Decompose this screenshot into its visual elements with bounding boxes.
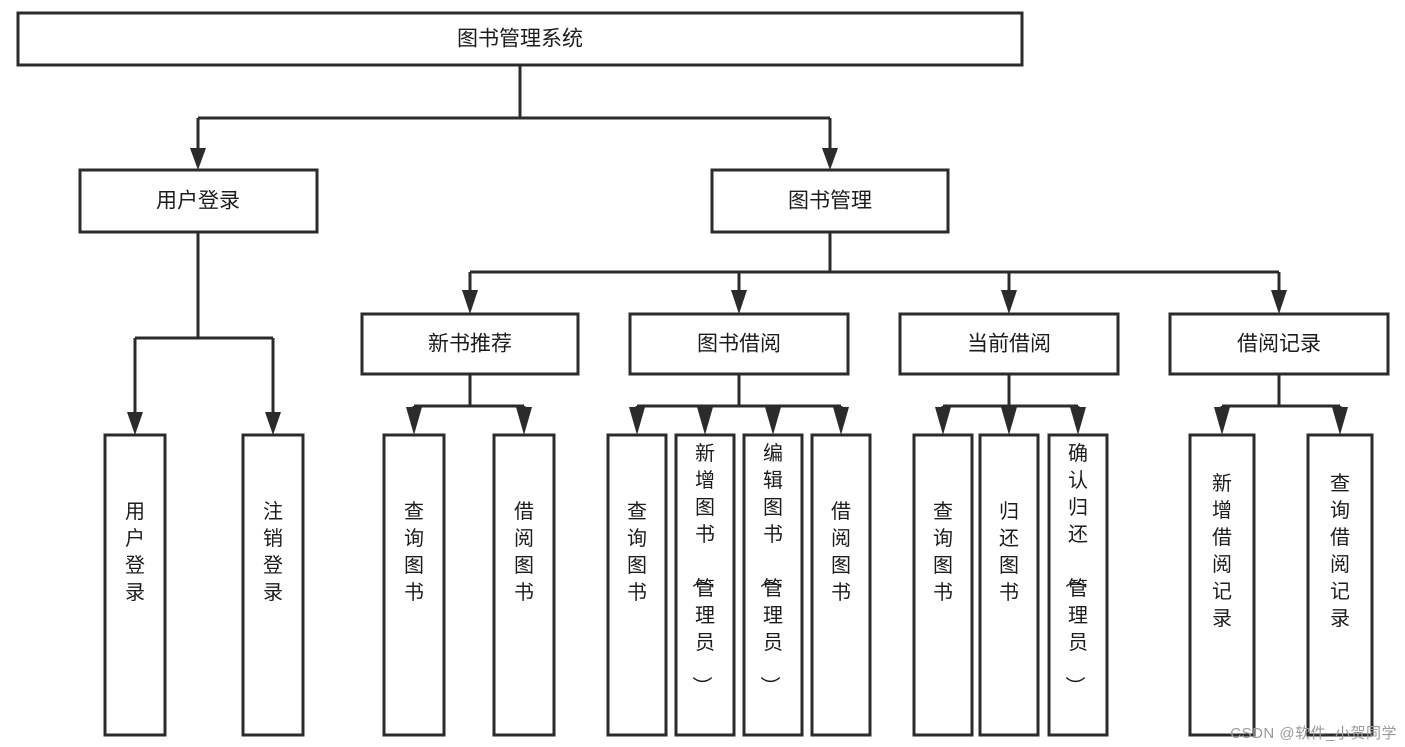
- node-leaf-add-book-label: 新增图书（管理员）: [690, 442, 715, 696]
- node-leaf-query-book-3[interactable]: 查询图书: [912, 433, 974, 737]
- node-current-borrow-box[interactable]: [898, 312, 1120, 376]
- node-book-manage-box[interactable]: [710, 168, 950, 234]
- node-leaf-user-login-label: 用户登录: [125, 501, 145, 604]
- node-leaf-add-record-box[interactable]: [1188, 433, 1256, 737]
- node-leaf-query-book-1-label: 查询图书: [404, 500, 424, 604]
- node-leaf-add-record[interactable]: 新增借阅记录: [1188, 433, 1256, 737]
- node-leaf-query-record[interactable]: 查询借阅记录: [1306, 433, 1374, 737]
- arrow-to-borrow-record: [1271, 290, 1287, 314]
- node-book-manage[interactable]: 图书管理: [710, 168, 950, 234]
- arrow-to-leaf-user-login: [127, 412, 143, 435]
- arrow-to-leaf-query-book-3: [935, 407, 951, 435]
- node-leaf-user-logout[interactable]: 注销登录: [241, 433, 305, 737]
- arrow-to-leaf-borrow-book-1: [516, 407, 532, 435]
- node-leaf-borrow-book-1-label: 借阅图书: [514, 500, 534, 604]
- node-leaf-edit-book-label: 编辑图书（管理员）: [758, 442, 783, 696]
- node-leaf-query-book-2-label: 查询图书: [627, 500, 647, 604]
- connector-group-current-borrow: [935, 374, 1086, 435]
- connector-group-user-login: [127, 232, 281, 435]
- arrow-to-leaf-query-record: [1332, 407, 1348, 435]
- arrow-to-leaf-query-book-1: [406, 407, 422, 435]
- node-leaf-return-book[interactable]: 归还图书: [978, 433, 1040, 737]
- connector-group-borrow-record: [1214, 374, 1348, 435]
- node-leaf-confirm-return-box[interactable]: [1047, 433, 1109, 737]
- node-book-borrow[interactable]: 图书借阅: [628, 312, 850, 376]
- node-borrow-record-box[interactable]: [1168, 312, 1390, 376]
- node-leaf-query-record-box[interactable]: [1306, 433, 1374, 737]
- node-leaf-borrow-book-2-box[interactable]: [810, 433, 872, 737]
- node-leaf-borrow-book-2[interactable]: 借阅图书: [810, 433, 872, 737]
- node-book-borrow-box[interactable]: [628, 312, 850, 376]
- arrow-to-leaf-query-book-2: [629, 407, 645, 435]
- node-user-login[interactable]: 用户登录: [78, 168, 319, 234]
- arrow-to-current-borrow: [1001, 290, 1017, 314]
- arrow-to-leaf-confirm-return: [1070, 407, 1086, 435]
- node-leaf-return-book-label: 归还图书: [999, 500, 1019, 604]
- node-leaf-return-book-box[interactable]: [978, 433, 1040, 737]
- node-leaf-query-book-1[interactable]: 查询图书: [382, 433, 446, 737]
- arrow-to-user-login: [190, 148, 206, 170]
- node-leaf-query-book-2-box[interactable]: [606, 433, 668, 737]
- node-current-borrow[interactable]: 当前借阅: [898, 312, 1120, 376]
- node-current-borrow-label: 当前借阅: [967, 333, 1051, 356]
- node-user-login-box[interactable]: [78, 168, 319, 234]
- node-leaf-query-record-label: 查询借阅记录: [1330, 472, 1350, 630]
- node-leaf-query-book-2[interactable]: 查询图书: [606, 433, 668, 737]
- connector-group-new-book-recommend: [406, 374, 532, 435]
- arrow-to-new-book-recommend: [462, 290, 478, 314]
- node-new-book-recommend[interactable]: 新书推荐: [360, 312, 580, 376]
- node-leaf-confirm-return[interactable]: 确认归还（管理员）: [1047, 433, 1109, 737]
- node-leaf-user-login-box[interactable]: [103, 433, 167, 737]
- node-user-login-label: 用户登录: [156, 190, 240, 213]
- node-leaf-query-book-3-box[interactable]: [912, 433, 974, 737]
- connector-group-book-manage: [462, 232, 1287, 314]
- arrow-to-leaf-add-book: [697, 407, 713, 435]
- node-leaf-confirm-return-label: 确认归还（管理员）: [1063, 442, 1088, 696]
- node-leaf-borrow-book-2-label: 借阅图书: [831, 500, 851, 604]
- node-leaf-borrow-book-1-box[interactable]: [492, 433, 556, 737]
- node-root-box[interactable]: [16, 11, 1024, 67]
- node-leaf-add-record-label: 新增借阅记录: [1212, 472, 1232, 630]
- node-leaf-user-login[interactable]: 用户登录: [103, 433, 167, 737]
- node-leaf-edit-book[interactable]: 编辑图书（管理员）: [742, 433, 804, 737]
- node-new-book-recommend-box[interactable]: [360, 312, 580, 376]
- node-root-label: 图书管理系统: [457, 28, 583, 51]
- connector-group-book-borrow: [629, 374, 849, 435]
- node-borrow-record-label: 借阅记录: [1237, 333, 1321, 356]
- node-leaf-user-logout-box[interactable]: [241, 433, 305, 737]
- node-new-book-recommend-label: 新书推荐: [428, 333, 512, 356]
- node-leaf-query-book-1-box[interactable]: [382, 433, 446, 737]
- node-leaf-borrow-book-1[interactable]: 借阅图书: [492, 433, 556, 737]
- arrow-to-leaf-user-logout: [265, 412, 281, 435]
- node-book-manage-label: 图书管理: [788, 190, 872, 213]
- arrow-to-leaf-add-record: [1214, 407, 1230, 435]
- arrow-to-leaf-return-book: [1001, 407, 1017, 435]
- node-book-borrow-label: 图书借阅: [697, 333, 781, 356]
- node-leaf-add-book-box[interactable]: [674, 433, 736, 737]
- node-leaf-edit-book-box[interactable]: [742, 433, 804, 737]
- arrow-to-leaf-borrow-book-2: [833, 407, 849, 435]
- connector-group-root: [190, 65, 838, 170]
- arrow-to-leaf-edit-book: [765, 407, 781, 435]
- node-root[interactable]: 图书管理系统: [16, 11, 1024, 67]
- node-leaf-add-book[interactable]: 新增图书（管理员）: [674, 433, 736, 737]
- arrow-to-book-borrow: [731, 290, 747, 314]
- csdn-watermark: CSDN @软件_小贺同学: [1230, 725, 1397, 742]
- node-borrow-record[interactable]: 借阅记录: [1168, 312, 1390, 376]
- node-leaf-user-logout-label: 注销登录: [263, 500, 283, 604]
- arrow-to-book-manage: [822, 148, 838, 170]
- node-leaf-query-book-3-label: 查询图书: [933, 500, 953, 604]
